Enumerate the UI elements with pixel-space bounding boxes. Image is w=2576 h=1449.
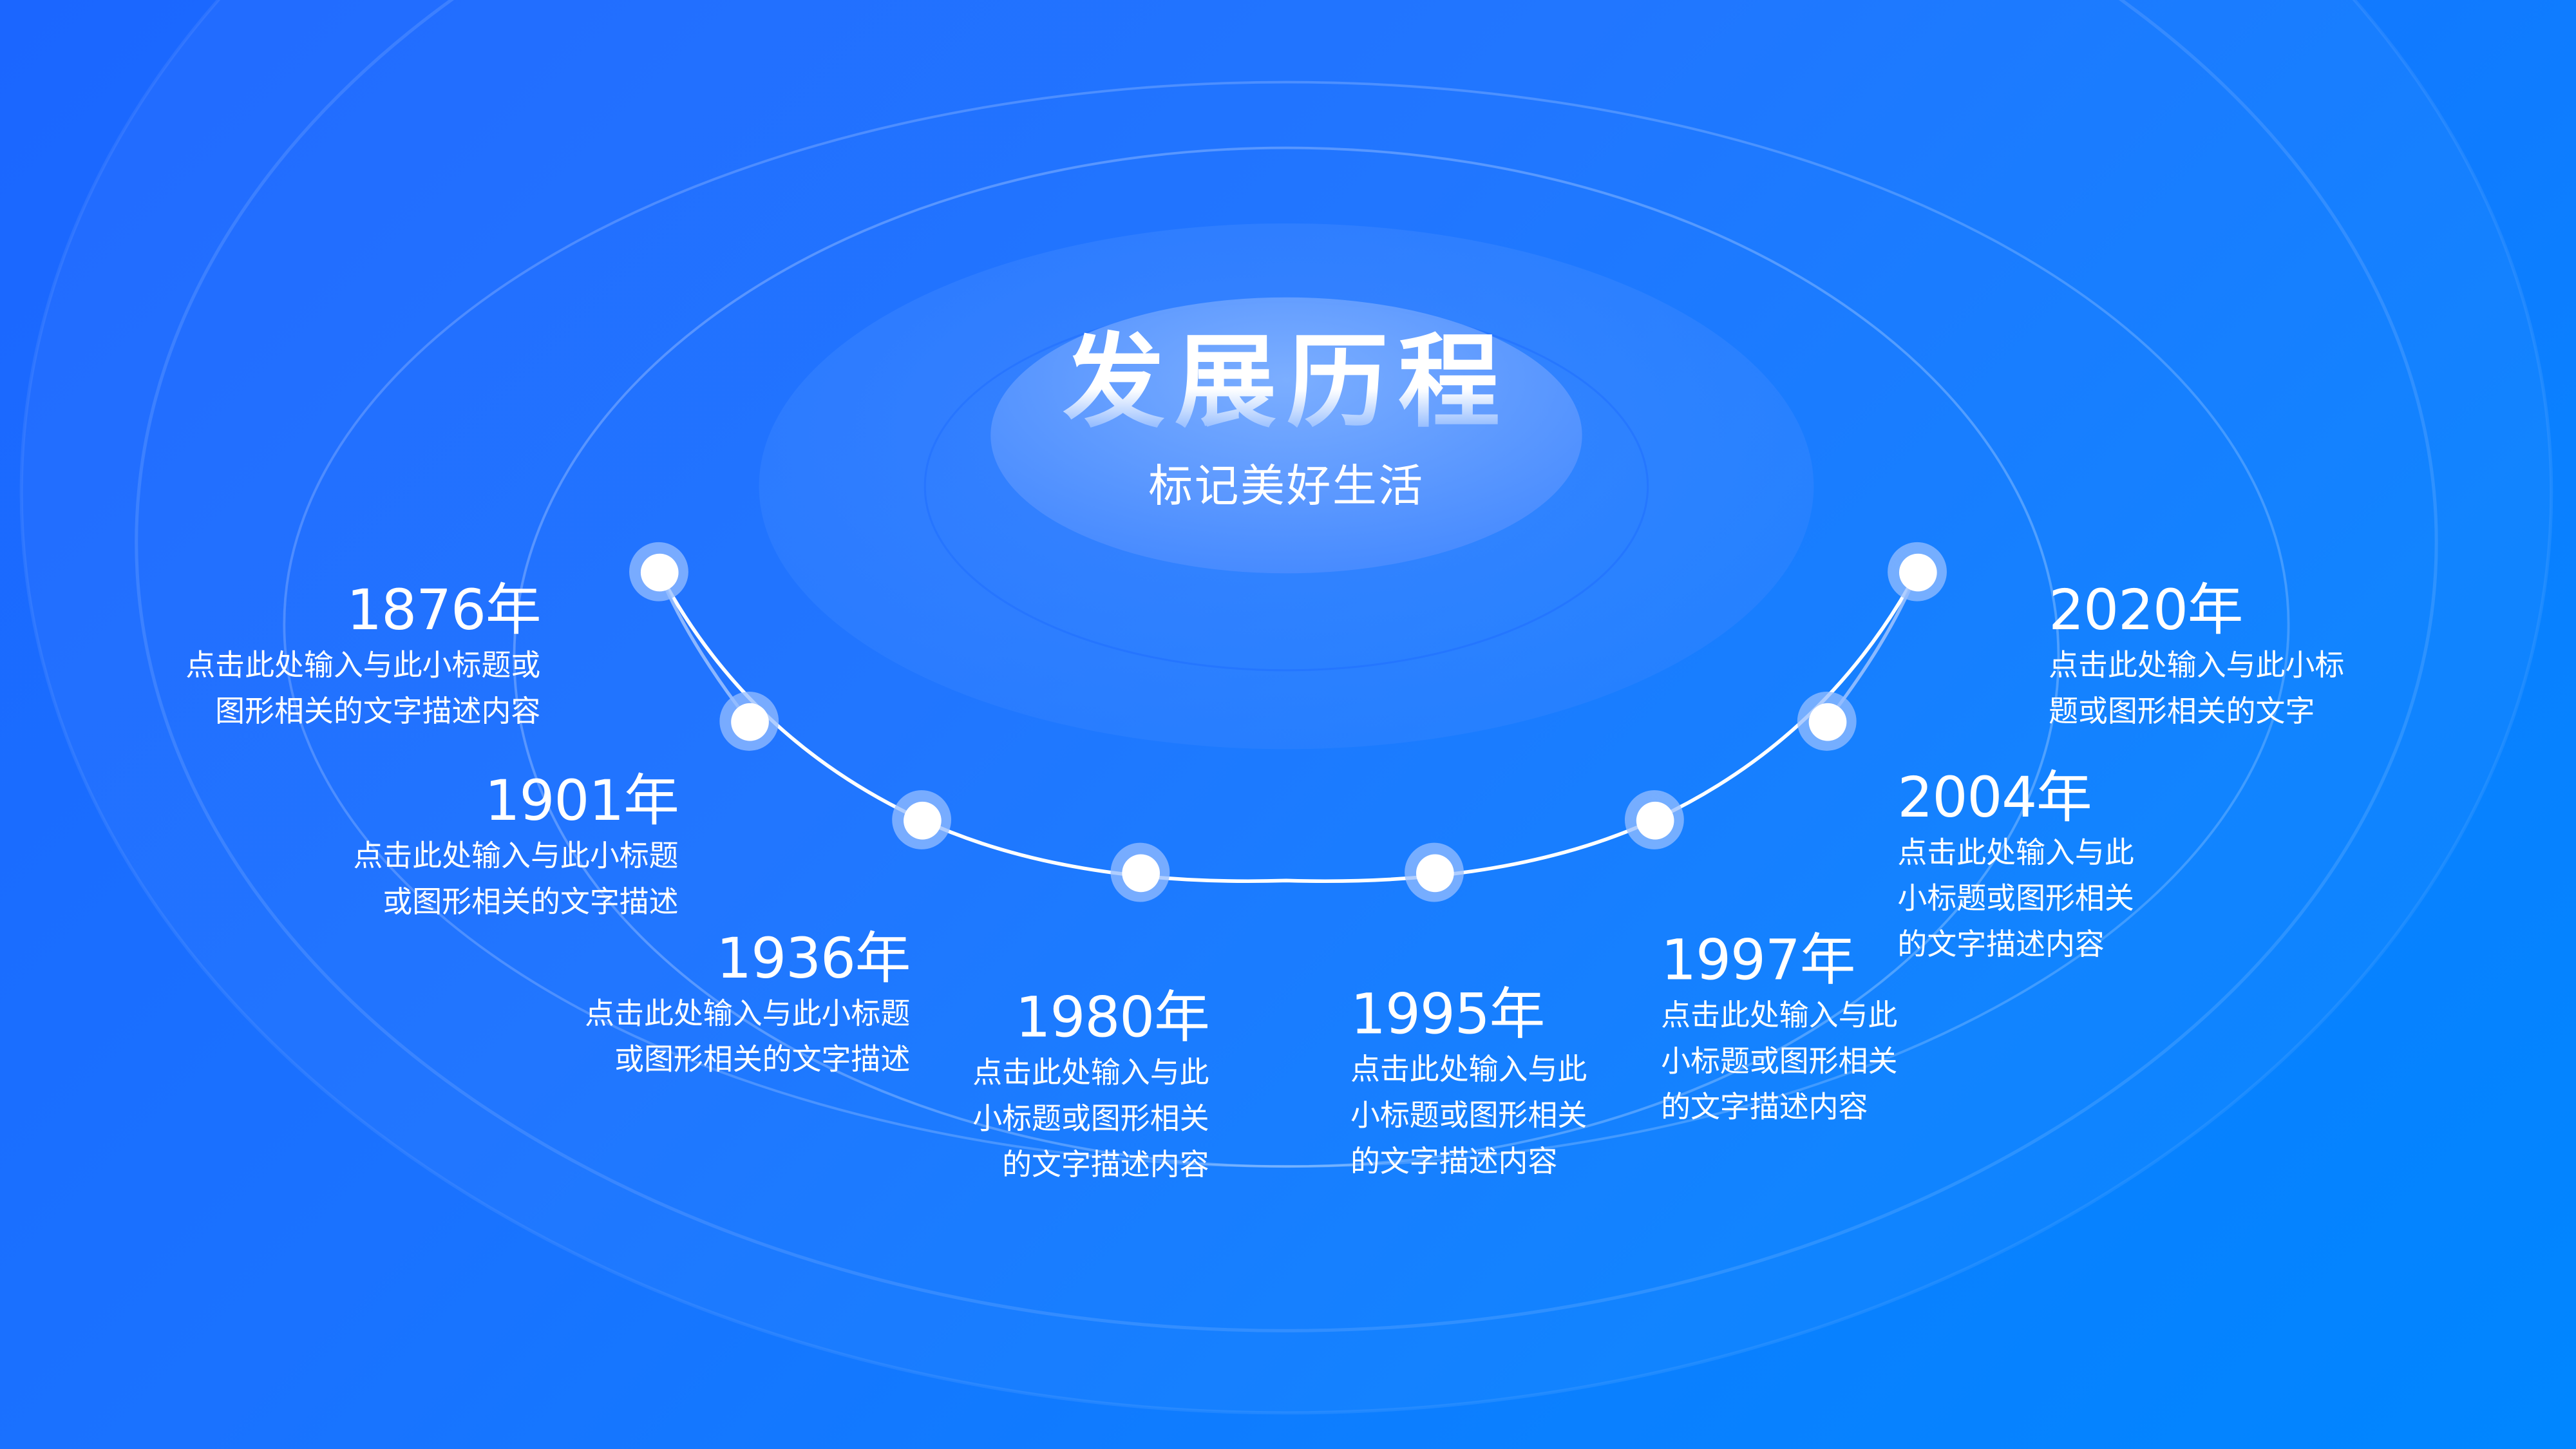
- timeline-node-1901[interactable]: [719, 691, 779, 751]
- event-description[interactable]: 点击此处输入与此小标题 或图形相关的文字描述: [353, 839, 679, 920]
- event-year: 1997年: [1661, 928, 1855, 994]
- event-description[interactable]: 点击此处输入与此 小标题或图形相关 的文字描述内容: [1661, 999, 1898, 1126]
- node-dot-icon: [1898, 553, 1937, 591]
- event-year: 1995年: [1350, 982, 1545, 1048]
- timeline-node-2004[interactable]: [1797, 691, 1857, 751]
- event-description[interactable]: 点击此处输入与此 小标题或图形相关 的文字描述内容: [972, 1056, 1209, 1183]
- event-1876: 1876年 点击此处输入与此小标题或 图形相关的文字描述内容: [146, 578, 541, 736]
- page-title: 发展历程: [958, 320, 1615, 445]
- node-dot-icon: [730, 702, 768, 741]
- page-subtitle: 标记美好生活: [1148, 461, 1425, 513]
- event-year: 2020年: [2049, 578, 2243, 644]
- event-description[interactable]: 点击此处输入与此小标题或 图形相关的文字描述内容: [185, 649, 541, 730]
- event-description[interactable]: 点击此处输入与此小标 题或图形相关的文字: [2049, 649, 2345, 730]
- event-year: 1876年: [346, 578, 541, 644]
- event-1980: 1980年 点击此处输入与此 小标题或图形相关 的文字描述内容: [815, 985, 1210, 1189]
- timeline-node-1980[interactable]: [1110, 842, 1170, 902]
- node-dot-icon: [1121, 853, 1159, 891]
- node-dot-icon: [902, 800, 941, 839]
- timeline-node-1936[interactable]: [892, 790, 952, 849]
- event-description[interactable]: 点击此处输入与此 小标题或图形相关 的文字描述内容: [1350, 1053, 1587, 1180]
- event-2020: 2020年 点击此处输入与此小标 题或图形相关的文字: [2049, 578, 2443, 736]
- timeline-node-2020[interactable]: [1888, 542, 1947, 601]
- event-description[interactable]: 点击此处输入与此 小标题或图形相关 的文字描述内容: [1897, 836, 2134, 963]
- node-dot-icon: [639, 553, 678, 591]
- event-2004: 2004年 点击此处输入与此 小标题或图形相关 的文字描述内容: [1897, 766, 2291, 969]
- node-dot-icon: [1415, 853, 1454, 891]
- timeline-node-1876[interactable]: [629, 542, 688, 601]
- timeline-node-1997[interactable]: [1624, 790, 1684, 849]
- event-1901: 1901年 点击此处输入与此小标题 或图形相关的文字描述: [284, 768, 679, 927]
- timeline-node-1995[interactable]: [1405, 842, 1464, 902]
- event-description[interactable]: 点击此处输入与此小标题 或图形相关的文字描述: [585, 997, 911, 1078]
- event-1995: 1995年 点击此处输入与此 小标题或图形相关 的文字描述内容: [1350, 983, 1745, 1186]
- event-year: 1901年: [484, 768, 679, 835]
- title-block: 发展历程: [958, 320, 1615, 445]
- event-year: 1936年: [716, 926, 911, 992]
- event-year: 2004年: [1897, 765, 2092, 831]
- event-1997: 1997年 点击此处输入与此 小标题或图形相关 的文字描述内容: [1661, 928, 2055, 1132]
- event-year: 1980年: [1015, 985, 1209, 1052]
- node-dot-icon: [1635, 800, 1674, 839]
- node-dot-icon: [1808, 702, 1846, 741]
- event-1936: 1936年 点击此处输入与此小标题 或图形相关的文字描述: [516, 926, 911, 1084]
